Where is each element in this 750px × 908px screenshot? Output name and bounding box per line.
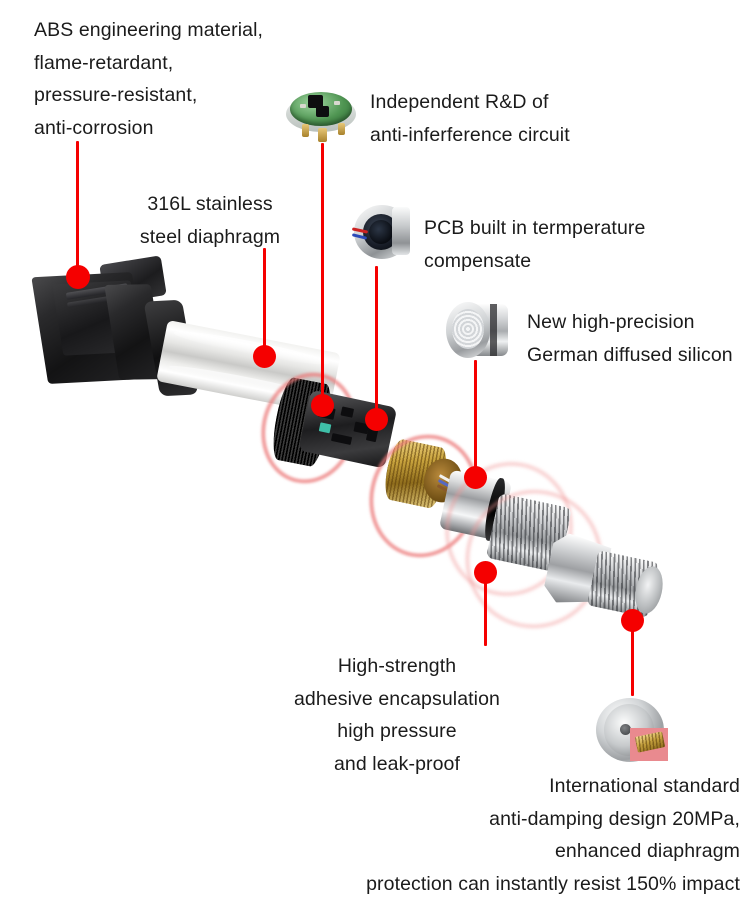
callout-adhesive-encapsulation: High-strength adhesive encapsulation hig… [293, 655, 501, 775]
circular-connector-thumbnail [351, 203, 414, 263]
marker-dot-pcb [365, 408, 388, 431]
callout-anti-interference-circuit: Independent R&D of anti-inferference cir… [370, 91, 570, 146]
round-green-pcb-thumbnail [284, 84, 360, 146]
marker-dot-housing [66, 265, 90, 289]
callout-german-silicon: New high-precision German diffused silic… [527, 311, 733, 366]
callout-abs-housing: ABS engineering material, flame-retardan… [34, 19, 264, 139]
callout-316l-diaphragm: 316L stainless steel diaphragm [139, 193, 281, 248]
marker-dot-silicon [464, 466, 487, 489]
marker-dot-damping [621, 609, 644, 632]
diffused-silicon-sensor-thumbnail [446, 300, 512, 362]
process-fitting-thumbnail [594, 694, 682, 770]
marker-dot-diaphragm [253, 345, 276, 368]
leader-line-circuit [321, 143, 324, 401]
marker-dot-adhesive [474, 561, 497, 584]
marker-dot-circuit [311, 394, 334, 417]
callout-anti-damping: International standard anti-damping desi… [366, 775, 740, 895]
leader-line-housing [76, 141, 79, 273]
callout-pcb-temperature: PCB built in termperature compensate [424, 217, 646, 272]
leader-line-silicon [474, 360, 477, 472]
leader-line-diaphragm [263, 248, 266, 352]
leader-line-damping [631, 626, 634, 696]
leader-line-pcb [375, 266, 378, 414]
leader-line-adhesive [484, 578, 487, 646]
